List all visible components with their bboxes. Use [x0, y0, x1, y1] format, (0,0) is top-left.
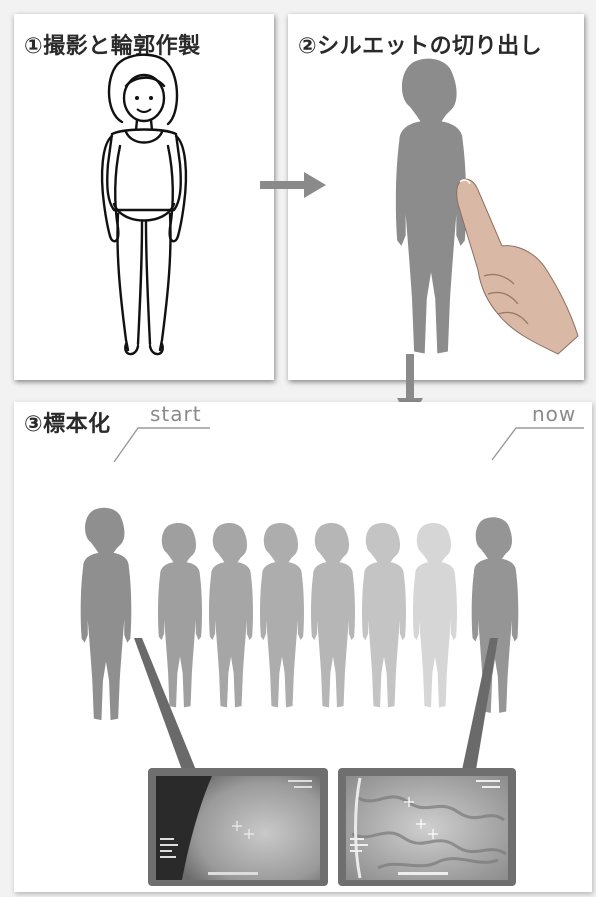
now-thermal-frame	[338, 768, 516, 886]
step2-panel: ②シルエットの切り出し	[288, 14, 584, 380]
silhouette-cutout-illustration	[288, 14, 584, 380]
start-thermal-frame	[148, 768, 328, 886]
person-silhouette-icon	[472, 517, 519, 713]
person-silhouette-icon	[396, 59, 466, 354]
step3-panel: ③標本化 start now	[14, 402, 592, 892]
person-silhouette-icon	[260, 523, 304, 707]
person-silhouette-icon	[81, 508, 132, 720]
person-silhouette-icon	[209, 523, 253, 707]
person-silhouette-icon	[413, 523, 457, 707]
pointing-hand-icon	[457, 179, 578, 354]
person-outline-drawing-icon	[14, 14, 274, 380]
person-silhouette-icon	[158, 523, 202, 707]
start-callout-line	[114, 428, 210, 462]
step1-panel: ①撮影と輪郭作製	[14, 14, 274, 380]
now-callout-line	[492, 428, 584, 460]
now-zoom-wedge	[462, 638, 498, 770]
person-silhouette-icon	[311, 523, 355, 707]
thermal-image-icon	[338, 768, 516, 886]
thermal-image-icon	[148, 768, 328, 886]
person-silhouette-icon	[362, 523, 406, 707]
